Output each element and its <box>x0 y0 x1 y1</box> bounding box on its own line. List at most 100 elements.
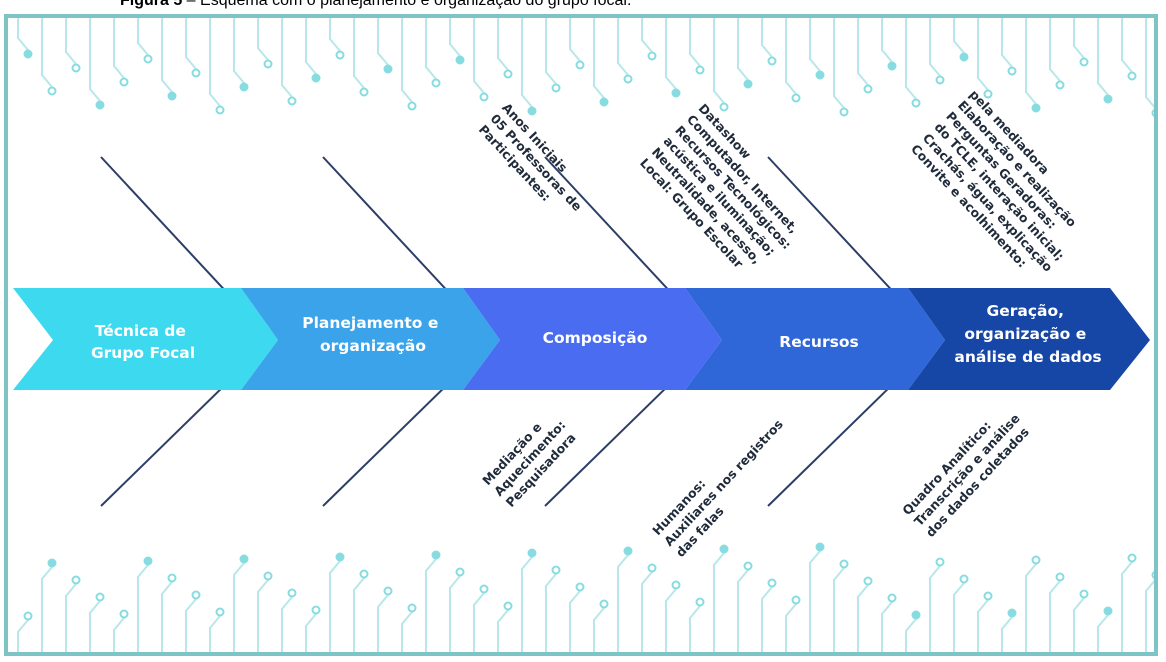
circuit-node <box>695 597 705 607</box>
circuit-trace <box>473 18 485 94</box>
circuit-trace <box>929 565 941 652</box>
circuit-trace <box>65 18 77 65</box>
circuit-trace <box>1073 597 1085 652</box>
circuit-trace <box>689 18 701 67</box>
circuit-node <box>287 588 297 598</box>
circuit-node <box>383 586 393 596</box>
circuit-trace <box>953 18 965 54</box>
circuit-node <box>167 91 177 101</box>
circuit-node <box>407 603 417 613</box>
circuit-trace <box>905 618 917 652</box>
circuit-trace <box>137 18 149 56</box>
circuit-trace <box>641 18 653 53</box>
circuit-node <box>719 544 729 554</box>
circuit-trace <box>1025 18 1037 105</box>
svg-text:Quadro Analítico: Tran: Quadro Analítico: Transcrição e análise … <box>899 397 1037 540</box>
note-mediacao: Mediação e Aquecimento: Pesquisadora <box>479 417 578 510</box>
circuit-trace <box>881 601 893 652</box>
circuit-node <box>959 52 969 62</box>
circuit-node <box>191 68 201 78</box>
stage-recursos-shape <box>685 288 945 390</box>
circuit-trace <box>449 18 461 57</box>
circuit-trace <box>209 615 221 652</box>
circuit-node <box>719 102 729 112</box>
circuit-node <box>1079 57 1089 67</box>
figure-caption-text: – Esquema com o planejamento e organizaç… <box>182 0 632 9</box>
circuit-node <box>239 554 249 564</box>
circuit-node <box>647 51 657 61</box>
stage-planejamento-shape <box>241 288 500 390</box>
circuit-node <box>791 93 801 103</box>
circuit-trace <box>473 592 485 652</box>
circuit-node <box>383 64 393 74</box>
circuit-trace <box>281 596 293 652</box>
circuit-trace <box>977 18 989 91</box>
diagram-frame: Técnica de Grupo Focal Planejamento e or… <box>4 14 1161 656</box>
circuit-trace <box>185 18 197 70</box>
circuit-trace <box>1001 18 1013 68</box>
circuit-trace <box>689 605 701 652</box>
stage-label-geracao: Geração, organização e análise de dados <box>954 302 1101 366</box>
circuit-trace <box>521 556 533 652</box>
circuit-node <box>575 60 585 70</box>
circuit-node <box>983 89 993 99</box>
note-local: Local: Grupo Escolar Neutralidade, acess… <box>637 101 801 272</box>
circuit-trace <box>713 18 725 104</box>
circuit-trace <box>1097 18 1109 96</box>
circuit-node <box>287 96 297 106</box>
figure-caption: Figura 5 – Esquema com o planejamento e … <box>0 0 1166 18</box>
circuit-node <box>71 575 81 585</box>
circuit-node <box>599 599 609 609</box>
note-humanos: Humanos: Auxiliares nos registros das fa… <box>649 417 786 560</box>
circuit-trace <box>161 581 173 652</box>
circuit-trace <box>497 609 509 652</box>
circuit-trace <box>953 582 965 652</box>
circuit-trace <box>305 613 317 652</box>
circuit-node <box>239 82 249 92</box>
circuit-trace <box>857 584 869 652</box>
circuit-node <box>695 65 705 75</box>
circuit-node <box>71 63 81 73</box>
circuit-trace <box>857 18 869 86</box>
circuit-node <box>863 576 873 586</box>
circuit-trace <box>17 18 29 51</box>
circuit-node <box>119 609 129 619</box>
circuit-trace <box>809 18 821 72</box>
circuit-trace <box>41 566 53 652</box>
circuit-node <box>455 55 465 65</box>
stage-label-composicao: Composição <box>543 329 648 347</box>
circuit-trace <box>929 18 941 77</box>
circuit-node <box>311 73 321 83</box>
circuit-trace <box>281 18 293 98</box>
circuit-node <box>743 561 753 571</box>
circuit-node <box>527 106 537 116</box>
circuit-trace <box>809 550 821 652</box>
circuit-node <box>887 593 897 603</box>
circuit-node <box>767 56 777 66</box>
circuit-node <box>911 98 921 108</box>
circuit-trace <box>377 18 389 66</box>
circuit-node <box>191 590 201 600</box>
circuit-trace <box>1145 18 1157 110</box>
circuit-node <box>815 542 825 552</box>
circuit-node <box>1031 103 1041 113</box>
circuit-trace <box>89 600 101 652</box>
circuit-node <box>47 86 57 96</box>
circuit-trace <box>257 18 269 61</box>
circuit-node <box>23 611 33 621</box>
circuit-node <box>503 601 513 611</box>
circuit-trace <box>425 558 437 652</box>
circuit-trace <box>89 18 101 102</box>
circuit-trace <box>665 588 677 652</box>
circuit-trace <box>1049 18 1061 82</box>
circuit-trace <box>209 18 221 107</box>
circuit-trace <box>449 575 461 652</box>
circuit-trace <box>665 18 677 90</box>
circuit-trace <box>881 18 893 63</box>
circuit-trace <box>113 617 125 652</box>
circuit-node <box>479 584 489 594</box>
circuit-node <box>1127 553 1137 563</box>
circuit-node <box>935 75 945 85</box>
note-quadro: Quadro Analítico: Transcrição e análise … <box>899 397 1037 540</box>
circuit-trace <box>1121 561 1133 652</box>
